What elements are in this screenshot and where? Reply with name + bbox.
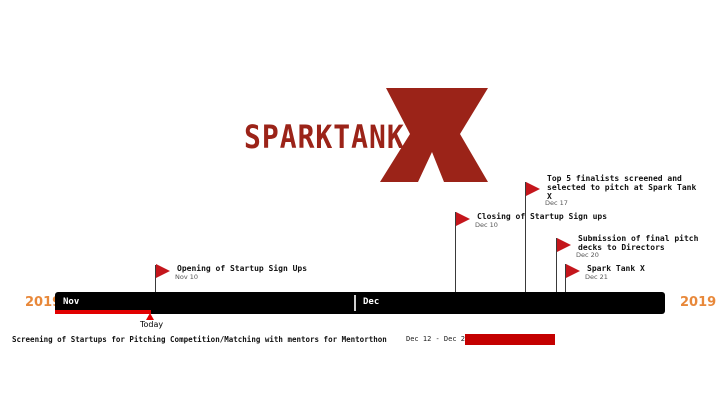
start-year-label: 2019 (25, 295, 62, 310)
milestone-pole (155, 265, 156, 292)
milestone-title: Closing of Startup Sign ups (477, 212, 608, 221)
elapsed-progress-bar (55, 310, 151, 314)
milestone-flag-icon (526, 182, 540, 196)
milestone-date: Dec 20 (576, 251, 599, 259)
milestone-title: Submission of final pitch decks to Direc… (578, 234, 699, 252)
milestone-pole (455, 212, 456, 292)
milestone-flag-icon (156, 264, 170, 278)
end-year-label: 2019 (680, 295, 717, 310)
milestone-date: Dec 21 (585, 273, 608, 281)
milestone-pole (525, 182, 526, 292)
milestone-pole (565, 264, 566, 292)
month-label-nov: Nov (63, 297, 80, 307)
task-label: Screening of Startups for Pitching Compe… (12, 335, 387, 344)
timeline-bar: Nov Dec (55, 292, 665, 314)
milestone-flag-icon (566, 264, 580, 278)
milestone-title: Spark Tank X (587, 264, 645, 273)
milestone-date: Nov 10 (175, 273, 199, 281)
milestone-date: Dec 17 (545, 199, 568, 207)
month-separator (354, 295, 356, 311)
milestone-title: Opening of Startup Sign Ups (177, 264, 308, 273)
milestone-title: Top 5 finalists screened and selected to… (547, 174, 697, 201)
month-label-dec: Dec (363, 297, 380, 307)
task-duration-bar (465, 334, 555, 345)
milestone-pole (556, 238, 557, 292)
milestone-flag-icon (557, 238, 571, 252)
milestone-flag-icon (456, 212, 470, 226)
logo-x-mark (380, 88, 488, 182)
task-dates: Dec 12 - Dec 20 (406, 335, 470, 343)
today-marker-icon (146, 313, 154, 320)
logo-text: SPARKTANK (244, 118, 405, 156)
milestone-date: Dec 10 (475, 221, 498, 229)
sparktank-logo: SPARKTANK (236, 82, 496, 192)
today-label: Today (140, 320, 164, 329)
